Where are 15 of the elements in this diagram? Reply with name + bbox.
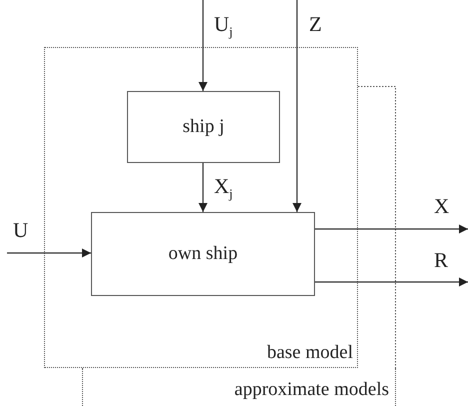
arrow — [292, 0, 302, 212]
model-boundary — [44, 47, 358, 368]
arrow — [315, 278, 468, 286]
edge-label: X$_{j}$ — [214, 176, 233, 200]
boundary-label: approximate models — [234, 379, 389, 402]
arrow — [198, 0, 208, 91]
edge-label: U$_{j}$ — [214, 14, 233, 38]
arrow — [198, 163, 208, 212]
process-box — [91, 212, 315, 296]
model-boundary — [82, 368, 396, 406]
arrow — [7, 248, 91, 258]
process-box — [127, 91, 280, 163]
arrow — [315, 224, 468, 234]
box-label: ship j — [182, 116, 224, 138]
box-label: own ship — [168, 242, 238, 266]
